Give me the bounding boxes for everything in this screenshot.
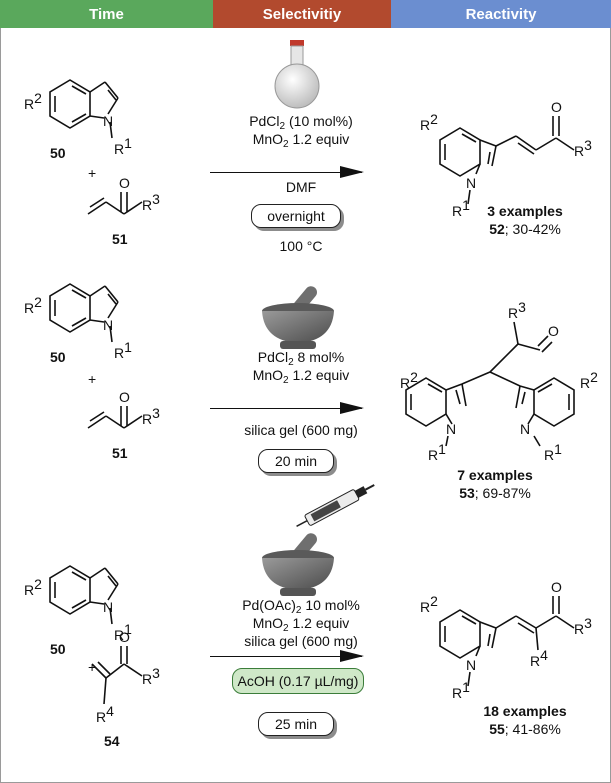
svg-text:O: O (119, 389, 130, 405)
r3-example-count: 18 examples (483, 703, 567, 719)
r2-example-count: 7 examples (457, 467, 533, 483)
svg-text:+: + (88, 659, 96, 675)
svg-text:N: N (103, 317, 113, 333)
svg-text:O: O (548, 323, 559, 339)
svg-text:50: 50 (50, 349, 66, 365)
r3-acid-additive-badge: AcOH (0.17 µL/mg) (232, 668, 364, 694)
round-bottom-flask-icon (274, 40, 320, 109)
r1-solvent: DMF (285, 179, 317, 195)
r2-additive: silica gel (600 mg) (244, 422, 358, 438)
svg-text:50: 50 (50, 641, 66, 657)
r1-yield: 52; 30-42% (489, 221, 561, 237)
svg-text:N: N (446, 421, 456, 437)
svg-text:O: O (119, 629, 130, 645)
svg-text:N: N (466, 657, 476, 673)
r2-yield: 53; 69-87% (459, 485, 531, 501)
syringe-icon (296, 484, 375, 527)
svg-text:R4: R4 (530, 647, 548, 669)
r2-reaction-arrow (210, 402, 364, 414)
svg-text:O: O (119, 175, 130, 191)
r1-oxidant: MnO2 1.2 equiv (252, 131, 350, 150)
r3-time-badge: 25 min (258, 712, 334, 736)
r2-catalyst: PdCl2 8 mol% (257, 349, 345, 368)
r1-reaction-arrow (210, 166, 364, 178)
svg-text:R1: R1 (452, 679, 470, 701)
mortar-and-pestle-icon (262, 533, 334, 596)
svg-text:O: O (551, 99, 562, 115)
r3-yield: 55; 41-86% (489, 721, 561, 737)
svg-text:R2: R2 (420, 593, 438, 615)
svg-text:R3: R3 (574, 615, 592, 637)
r2-time-badge: 20 min (258, 449, 334, 473)
svg-text:51: 51 (112, 231, 128, 247)
header-selectivity: Selectivitiy (213, 0, 391, 28)
svg-text:+: + (88, 371, 96, 387)
svg-text:54: 54 (104, 733, 120, 749)
svg-text:O: O (551, 579, 562, 595)
svg-text:+: + (88, 165, 96, 181)
svg-text:N: N (103, 113, 113, 129)
r3-additive: silica gel (600 mg) (244, 633, 358, 649)
r1-time-badge: overnight (251, 204, 341, 228)
svg-text:N: N (103, 599, 113, 615)
header-time: Time (0, 0, 213, 28)
svg-text:N: N (466, 175, 476, 191)
r1-temperature: 100 °C (279, 238, 323, 254)
r1-example-count: 3 examples (487, 203, 563, 219)
mortar-and-pestle-icon (262, 286, 334, 349)
header-reactivity: Reactivity (391, 0, 611, 28)
svg-text:50: 50 (50, 145, 66, 161)
r3-catalyst: Pd(OAc)2 10 mol% (242, 597, 360, 616)
r2-oxidant: MnO2 1.2 equiv (252, 367, 350, 386)
r3-oxidant: MnO2 1.2 equiv (252, 615, 350, 634)
r1-catalyst: PdCl2 (10 mol%) (249, 113, 353, 132)
svg-text:N: N (520, 421, 530, 437)
r3-reaction-arrow (210, 650, 364, 662)
svg-text:51: 51 (112, 445, 128, 461)
